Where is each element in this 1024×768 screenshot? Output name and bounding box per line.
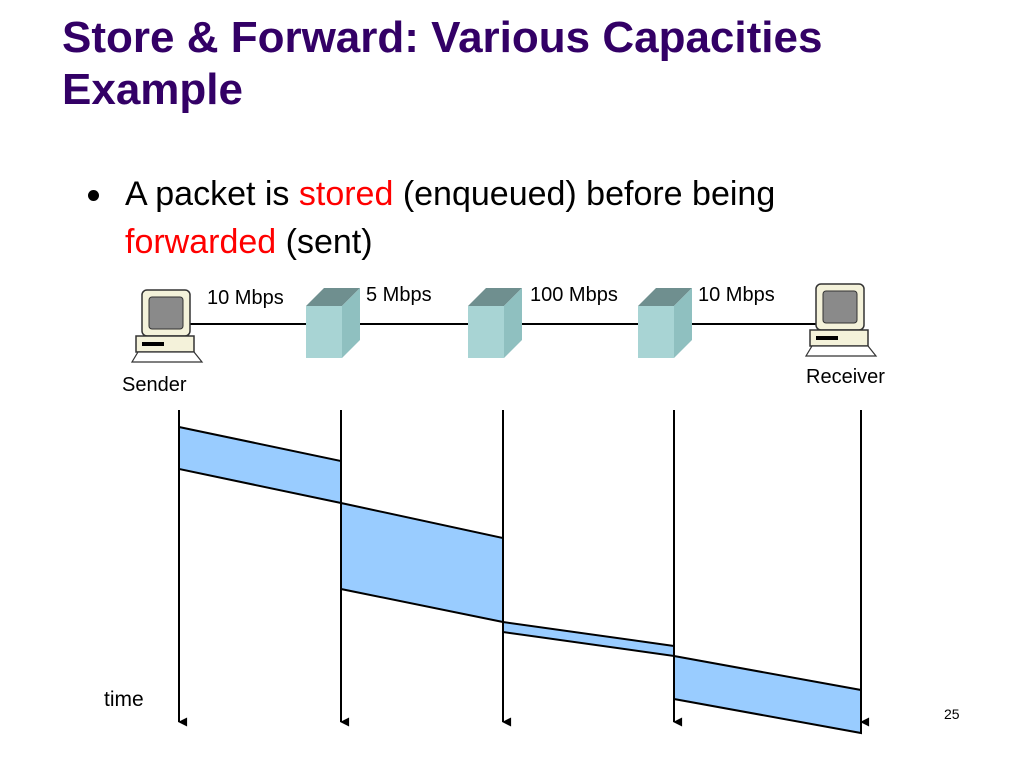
packet-hop-1	[178, 425, 342, 505]
router-2-icon	[468, 288, 522, 358]
router-1-icon	[306, 288, 360, 358]
sender-computer-icon	[130, 289, 204, 363]
link-capacity-3: 100 Mbps	[530, 284, 618, 306]
receiver-computer-icon	[804, 283, 878, 357]
bullet-part-1: A packet is	[125, 175, 299, 213]
page-number: 25	[944, 706, 960, 722]
link-capacity-2: 5 Mbps	[366, 284, 432, 306]
bullet-dot-icon	[88, 190, 99, 201]
bullet-text: A packet is stored (enqueued) before bei…	[125, 170, 965, 266]
link-capacity-4: 10 Mbps	[698, 284, 775, 306]
link-capacity-1: 10 Mbps	[207, 287, 284, 309]
packet-hop-3	[502, 620, 675, 658]
bullet-highlight-stored: stored	[298, 175, 394, 213]
bullet-part-3: (sent)	[276, 223, 373, 261]
slide-title: Store & Forward: Various Capacities Exam…	[62, 12, 1002, 116]
title-line-2: Example	[62, 65, 243, 114]
sender-label: Sender	[122, 374, 187, 396]
packet-hop-4	[673, 654, 862, 735]
time-axis-label: time	[104, 688, 144, 711]
router-3-icon	[638, 288, 692, 358]
receiver-label: Receiver	[806, 366, 885, 388]
bullet-part-2: (enqueued) before being	[393, 175, 776, 213]
bullet-highlight-forwarded: forwarded	[125, 223, 277, 261]
title-line-1: Store & Forward: Various Capacities	[62, 13, 823, 62]
packet-hop-2	[340, 501, 504, 624]
